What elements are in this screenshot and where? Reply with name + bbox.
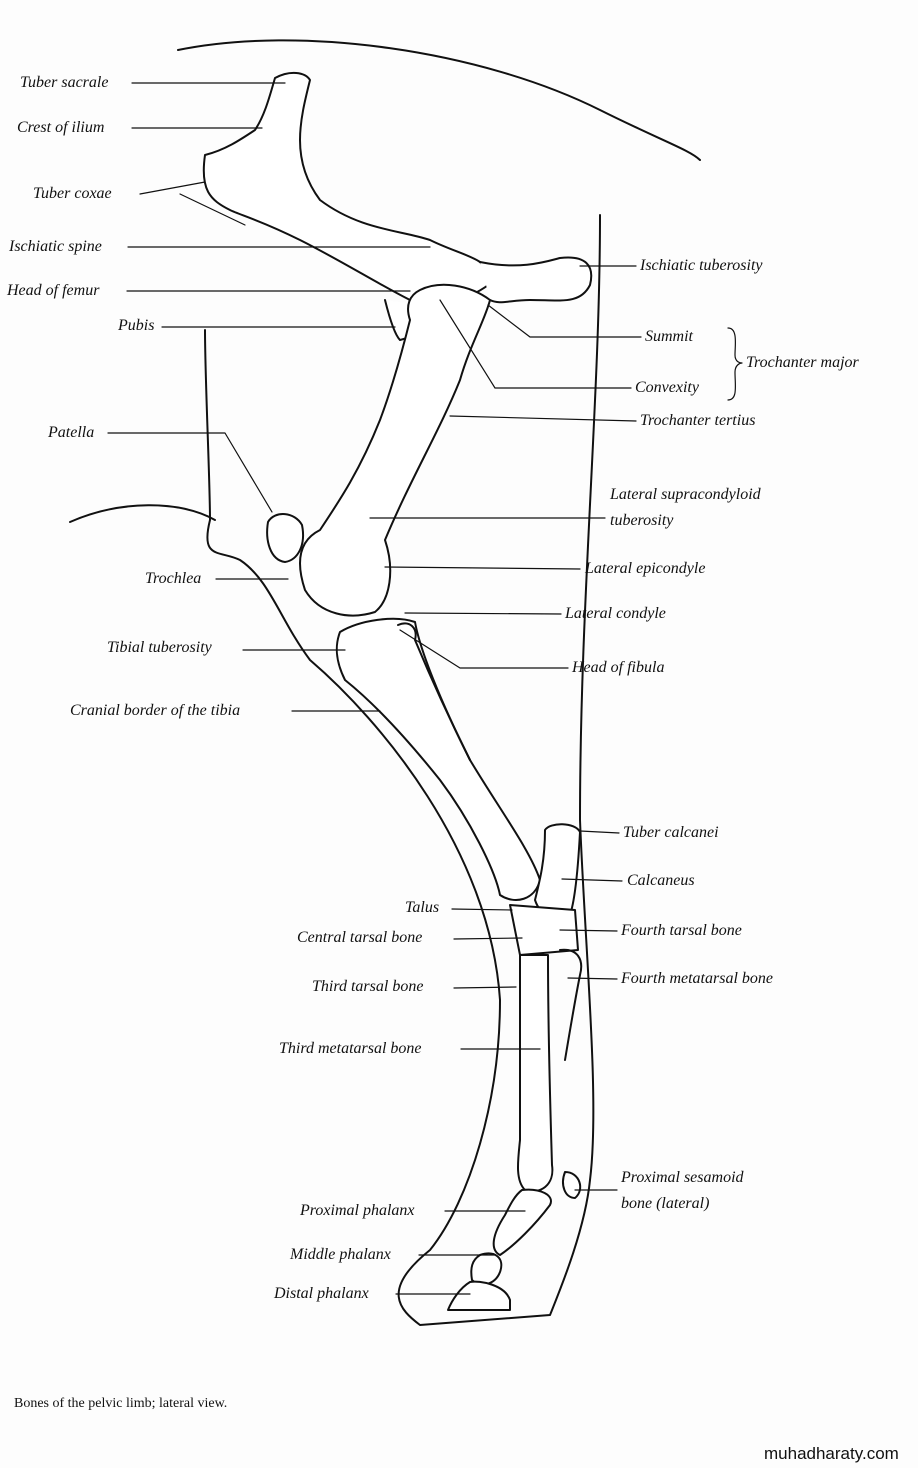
label-middle-phalanx: Middle phalanx	[290, 1246, 391, 1263]
label-summit: Summit	[645, 328, 693, 345]
label-proximal-phalanx: Proximal phalanx	[300, 1202, 415, 1219]
belly-outline	[69, 504, 216, 523]
label-head-of-fibula: Head of fibula	[572, 659, 665, 676]
label-lateral-condyle: Lateral condyle	[565, 605, 666, 622]
label-fourth-metatarsal-bone: Fourth metatarsal bone	[621, 970, 773, 987]
figure-caption: Bones of the pelvic limb; lateral view.	[14, 1396, 228, 1411]
trochanter-brace	[727, 327, 743, 401]
label-trochanter-major: Trochanter major	[746, 354, 859, 371]
label-pubis: Pubis	[118, 317, 155, 334]
label-convexity: Convexity	[635, 379, 699, 396]
label-head-of-femur: Head of femur	[7, 282, 100, 299]
label-proximal-sesamoid: Proximal sesamoid	[621, 1169, 744, 1186]
label-distal-phalanx: Distal phalanx	[274, 1285, 369, 1302]
label-cranial-border-tibia: Cranial border of the tibia	[70, 702, 241, 719]
ilium-bone	[202, 72, 496, 305]
label-tuber-sacrale: Tuber sacrale	[20, 74, 109, 91]
label-proximal-sesamoid-lateral: bone (lateral)	[621, 1195, 710, 1212]
label-crest-of-ilium: Crest of ilium	[17, 119, 105, 136]
label-fourth-tarsal-bone: Fourth tarsal bone	[621, 922, 742, 939]
fourth-metatarsal-bone	[559, 948, 583, 1061]
body-outline	[177, 39, 701, 161]
patella-bone	[266, 513, 304, 563]
label-lateral-supracondyloid-tuberosity: tuberosity	[610, 512, 674, 529]
tibia-bone	[335, 617, 541, 901]
label-trochanter-tertius: Trochanter tertius	[640, 412, 756, 429]
label-talus: Talus	[405, 899, 440, 916]
proximal-phalanx-bone	[492, 1188, 552, 1256]
fibula-bone	[397, 622, 471, 761]
calcaneus-bone	[534, 823, 581, 920]
label-third-metatarsal-bone: Third metatarsal bone	[279, 1040, 422, 1057]
label-calcaneus: Calcaneus	[627, 872, 695, 889]
label-trochlea: Trochlea	[145, 570, 202, 587]
label-lateral-supracondyloid: Lateral supracondyloid	[610, 486, 761, 503]
label-tuber-calcanei: Tuber calcanei	[623, 824, 719, 841]
watermark: muhadharaty.com	[764, 1444, 899, 1463]
label-ischiatic-tuberosity: Ischiatic tuberosity	[640, 257, 763, 274]
femur-bone	[299, 283, 491, 617]
label-third-tarsal-bone: Third tarsal bone	[312, 978, 424, 995]
label-tuber-coxae: Tuber coxae	[33, 185, 112, 202]
label-tibial-tuberosity: Tibial tuberosity	[107, 639, 212, 656]
label-patella: Patella	[48, 424, 95, 441]
distal-phalanx-bone	[447, 1280, 511, 1311]
third-metatarsal-bone	[517, 954, 554, 1193]
middle-phalanx-bone	[470, 1252, 503, 1286]
label-ischiatic-spine: Ischiatic spine	[9, 238, 102, 255]
ischium-bone	[479, 256, 593, 304]
label-lateral-epicondyle: Lateral epicondyle	[585, 560, 706, 577]
label-central-tarsal-bone: Central tarsal bone	[297, 929, 423, 946]
hind-outline	[204, 214, 601, 1326]
leader-lines	[107, 82, 743, 1295]
sesamoid-bone	[562, 1171, 582, 1199]
